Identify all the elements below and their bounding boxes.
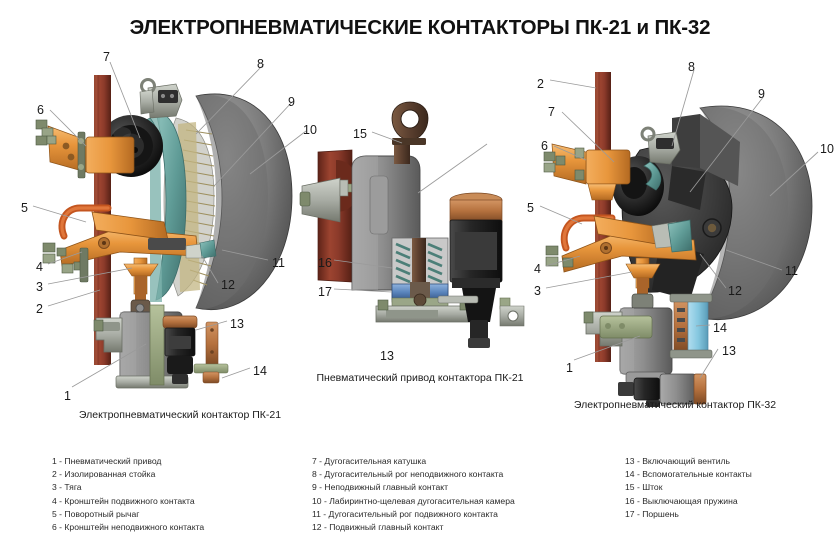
callout-left-7: 7 (103, 50, 110, 64)
callout-middle-15: 15 (353, 127, 367, 141)
callout-right-3: 3 (534, 284, 541, 298)
callout-left-6: 6 (37, 103, 44, 117)
legend-item: 13 - Включающий вентиль (625, 456, 731, 466)
callout-left-4: 4 (36, 260, 43, 274)
legend-item: 17 - Поршень (625, 508, 679, 519)
callout-left-3: 3 (36, 280, 43, 294)
callout-left-10: 10 (303, 123, 317, 137)
legend-item: 4 - Кронштейн подвижного контакта (52, 495, 195, 506)
legend-item: 10 - Лабиринтно-щелевая дугогасительная … (312, 495, 515, 506)
figure-pk21-drive (299, 101, 525, 348)
legend-item: 8 - Дугогасительный рог неподвижного кон… (312, 469, 504, 480)
callout-middle-16: 16 (318, 256, 332, 270)
callout-left-12: 12 (221, 278, 235, 292)
legend-column-1: 1 - Пневматический привод 2 - Изолированн… (52, 455, 302, 534)
callout-right-4: 4 (534, 262, 541, 276)
legend-item: 11 - Дугогасительный рог подвижного конт… (312, 508, 498, 519)
callout-right-7: 7 (548, 105, 555, 119)
legend-item: 7 - Дугогасительная катушка (312, 456, 427, 466)
callout-left-14: 14 (253, 364, 267, 378)
figure-pk32 (539, 69, 819, 407)
callout-right-8: 8 (688, 60, 695, 74)
legend-item: 9 - Неподвижный главный контакт (312, 482, 449, 493)
legend-item: 5 - Поворотный рычаг (52, 508, 140, 519)
callout-right-11: 11 (785, 264, 798, 278)
legend-item: 2 - Изолированная стойка (52, 469, 156, 480)
callout-right-14: 14 (713, 321, 727, 335)
callout-left-13: 13 (230, 317, 244, 331)
callout-right-1: 1 (566, 361, 573, 375)
legend-item: 12 - Подвижный главный контакт (312, 522, 444, 533)
legend-column-3: 13 - Включающий вентиль 14 - Вспомогатель… (625, 455, 840, 521)
legend: 1 - Пневматический привод 2 - Изолированн… (0, 455, 840, 560)
legend-item: 14 - Вспомогательные контакты (625, 469, 752, 480)
page-title: ЭЛЕКТРОПНЕВМАТИЧЕСКИЕ КОНТАКТОРЫ ПК-21 и… (129, 16, 711, 39)
figure-caption-pk21-drive: Пневматический привод контактора ПК-21 (316, 372, 524, 384)
callout-middle-17: 17 (318, 285, 332, 299)
legend-item: 15 - Шток (625, 482, 663, 493)
callout-right-6: 6 (541, 139, 548, 153)
legend-item: 1 - Пневматический привод (52, 456, 162, 466)
callout-middle-13: 13 (380, 349, 394, 363)
legend-item: 3 - Тяга (52, 482, 82, 493)
callout-left-1: 1 (64, 389, 71, 403)
callout-left-8: 8 (257, 57, 264, 71)
legend-column-2: 7 - Дугогасительная катушка 8 - Дугогасит… (312, 455, 602, 534)
figure-caption-pk21: Электропневматический контактор ПК-21 (78, 409, 282, 421)
callout-left-5: 5 (21, 201, 28, 215)
callout-left-2: 2 (36, 302, 43, 316)
figure-pk21 (32, 61, 307, 389)
legend-item: 16 - Выключающая пружина (625, 495, 738, 506)
legend-item: 6 - Кронштейн неподвижного контакта (52, 522, 205, 533)
callout-left-9: 9 (288, 95, 295, 109)
figure-caption-pk32: Электропневматический контактор ПК-32 (573, 399, 777, 411)
callout-right-13: 13 (722, 344, 736, 358)
callout-right-2: 2 (537, 77, 544, 91)
callout-right-10: 10 (820, 142, 834, 156)
callout-left-11: 11 (272, 256, 285, 270)
callout-right-9: 9 (758, 87, 765, 101)
callout-right-12: 12 (728, 284, 742, 298)
callout-right-5: 5 (527, 201, 534, 215)
